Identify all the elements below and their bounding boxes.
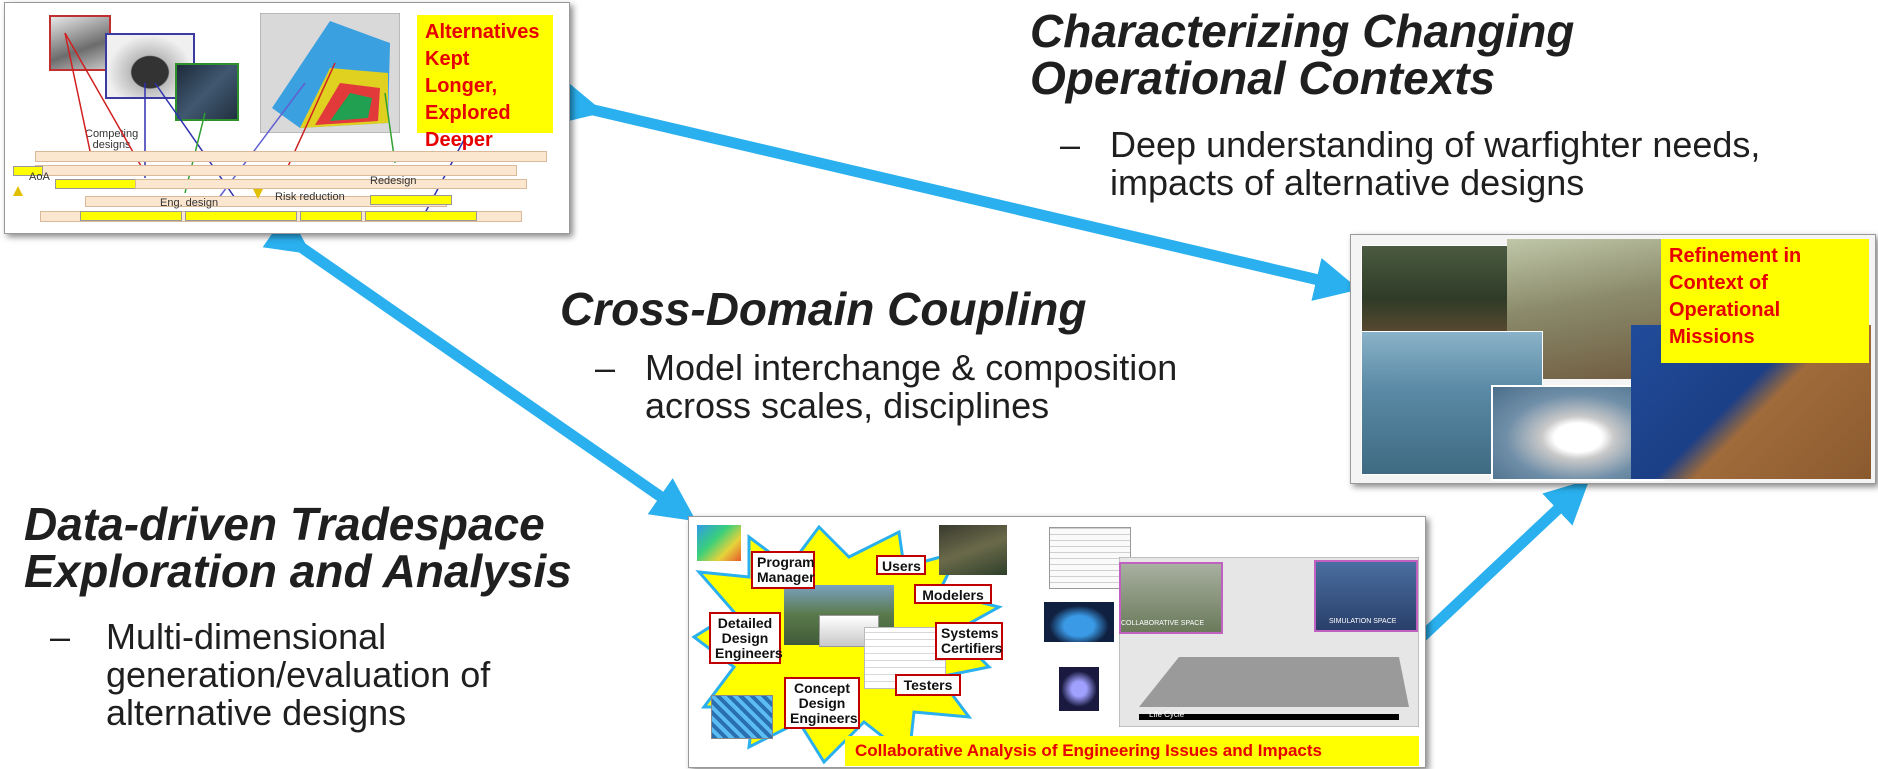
aoa-label: AoA: [29, 171, 50, 183]
role-line: Design: [798, 695, 846, 711]
panel-design-timeline: Competing designs AoA Eng. design Risk r…: [4, 2, 570, 234]
competing-text: Competing: [85, 128, 139, 140]
eng-design-label: Eng. design: [160, 197, 219, 209]
heading-line: Operational Contexts: [1030, 52, 1496, 104]
arrow-top-to-right: [556, 81, 1360, 301]
label-line: Explored: [425, 102, 511, 124]
label-line: Kept Longer,: [425, 48, 498, 97]
terrain-thumb: [697, 525, 741, 561]
bullet-dash: –: [1060, 124, 1081, 165]
heading-line: Cross-Domain Coupling: [560, 283, 1087, 335]
panel-collaborative-analysis: COLLABORATIVE SPACE SIMULATION SPACE Lif…: [688, 516, 1426, 768]
label-line: Alternatives: [425, 21, 540, 43]
label-line: Context of: [1669, 272, 1768, 294]
vehicle-photo: [1361, 245, 1511, 335]
label-line: Refinement in: [1669, 245, 1802, 267]
aircraft-image: [175, 63, 239, 121]
document-image: [1049, 527, 1131, 589]
bullet-operational-contexts: – Deep understanding of warfighter needs…: [1060, 126, 1870, 206]
role-line: Detailed: [717, 615, 773, 631]
milestone-marker: [253, 189, 263, 199]
panel-operational-missions: Refinement in Context of Operational Mis…: [1350, 234, 1876, 484]
milestone-marker: [13, 186, 23, 196]
role-modelers: Modelers: [914, 584, 992, 604]
role-line: Engineers: [790, 710, 858, 726]
lifecycle-label: Life Cycle: [1149, 710, 1185, 719]
role-detailed-design: Detailed Design Engineers: [709, 612, 783, 664]
competing-designs-label: Competing designs: [85, 129, 138, 151]
refinement-label: Refinement in Context of Operational Mis…: [1661, 239, 1869, 363]
role-line: Engineers: [715, 645, 783, 661]
role-line: Users: [882, 558, 921, 574]
role-line: Certifiers: [941, 640, 1003, 656]
role-line: Design: [721, 630, 769, 646]
role-program-manager: Program Manager: [751, 551, 815, 589]
risk-reduction-label: Risk reduction: [275, 191, 345, 203]
bullet-line: impacts of alternative designs: [1110, 162, 1585, 203]
heading-operational-contexts: Characterizing Changing Operational Cont…: [1030, 8, 1574, 102]
role-systems-certifiers: Systems Certifiers: [935, 622, 1003, 660]
collab-space-photo: [1119, 562, 1223, 634]
label-line: Operational: [1669, 299, 1781, 321]
heading-line: Exploration and Analysis: [24, 545, 572, 597]
bullet-cross-domain: – Model interchange & composition across…: [595, 349, 1315, 429]
bullet-dash: –: [595, 347, 616, 388]
role-users: Users: [876, 555, 926, 575]
caption-text: Collaborative Analysis of Engineering Is…: [855, 741, 1323, 760]
role-line: Program: [757, 554, 815, 570]
sim-space-photo: [1314, 560, 1418, 632]
sim-space-label: SIMULATION SPACE: [1329, 618, 1397, 625]
role-line: Concept: [794, 680, 850, 696]
role-line: Manager: [757, 569, 815, 585]
timeline-bars: [5, 3, 569, 233]
mesh-image: [711, 695, 773, 739]
role-line: Modelers: [922, 587, 984, 603]
alternatives-label: Alternatives Kept Longer, Explored Deepe…: [417, 15, 553, 151]
heading-cross-domain: Cross-Domain Coupling: [560, 286, 1086, 333]
label-line: Missions: [1669, 326, 1755, 348]
people-photo: [49, 15, 111, 71]
collab-space-label: COLLABORATIVE SPACE: [1121, 620, 1204, 627]
designs-text: designs: [92, 139, 131, 151]
soldier-photo: [939, 525, 1007, 575]
heading-tradespace: Data-driven Tradespace Exploration and A…: [24, 501, 572, 595]
arrow-topleft-to-bottom: [262, 211, 697, 522]
radar-image: [1044, 602, 1114, 642]
bullet-line: across scales, disciplines: [645, 385, 1050, 426]
heading-line: Data-driven Tradespace: [24, 498, 545, 550]
redesign-label: Redesign: [370, 175, 417, 187]
bullet-line: alternative designs: [106, 692, 407, 733]
collaborative-caption: Collaborative Analysis of Engineering Is…: [845, 736, 1419, 766]
role-testers: Testers: [895, 674, 961, 696]
bullet-line: generation/evaluation of: [106, 654, 491, 695]
arrow-bottom-to-right: [1375, 479, 1590, 683]
heading-line: Characterizing Changing: [1030, 5, 1575, 57]
role-concept-design: Concept Design Engineers: [784, 677, 860, 729]
role-line: Testers: [903, 677, 953, 693]
bullet-line: Model interchange & composition: [645, 347, 1178, 388]
bullet-line: Deep understanding of warfighter needs,: [1110, 124, 1761, 165]
label-line: Deeper: [425, 129, 493, 151]
bullet-tradespace: – Multi-dimensional generation/evaluatio…: [50, 618, 570, 738]
bullet-line: Multi-dimensional: [106, 616, 387, 657]
role-line: Systems: [941, 625, 999, 641]
bullet-dash: –: [50, 616, 71, 657]
vehicle-render: [1059, 667, 1099, 711]
